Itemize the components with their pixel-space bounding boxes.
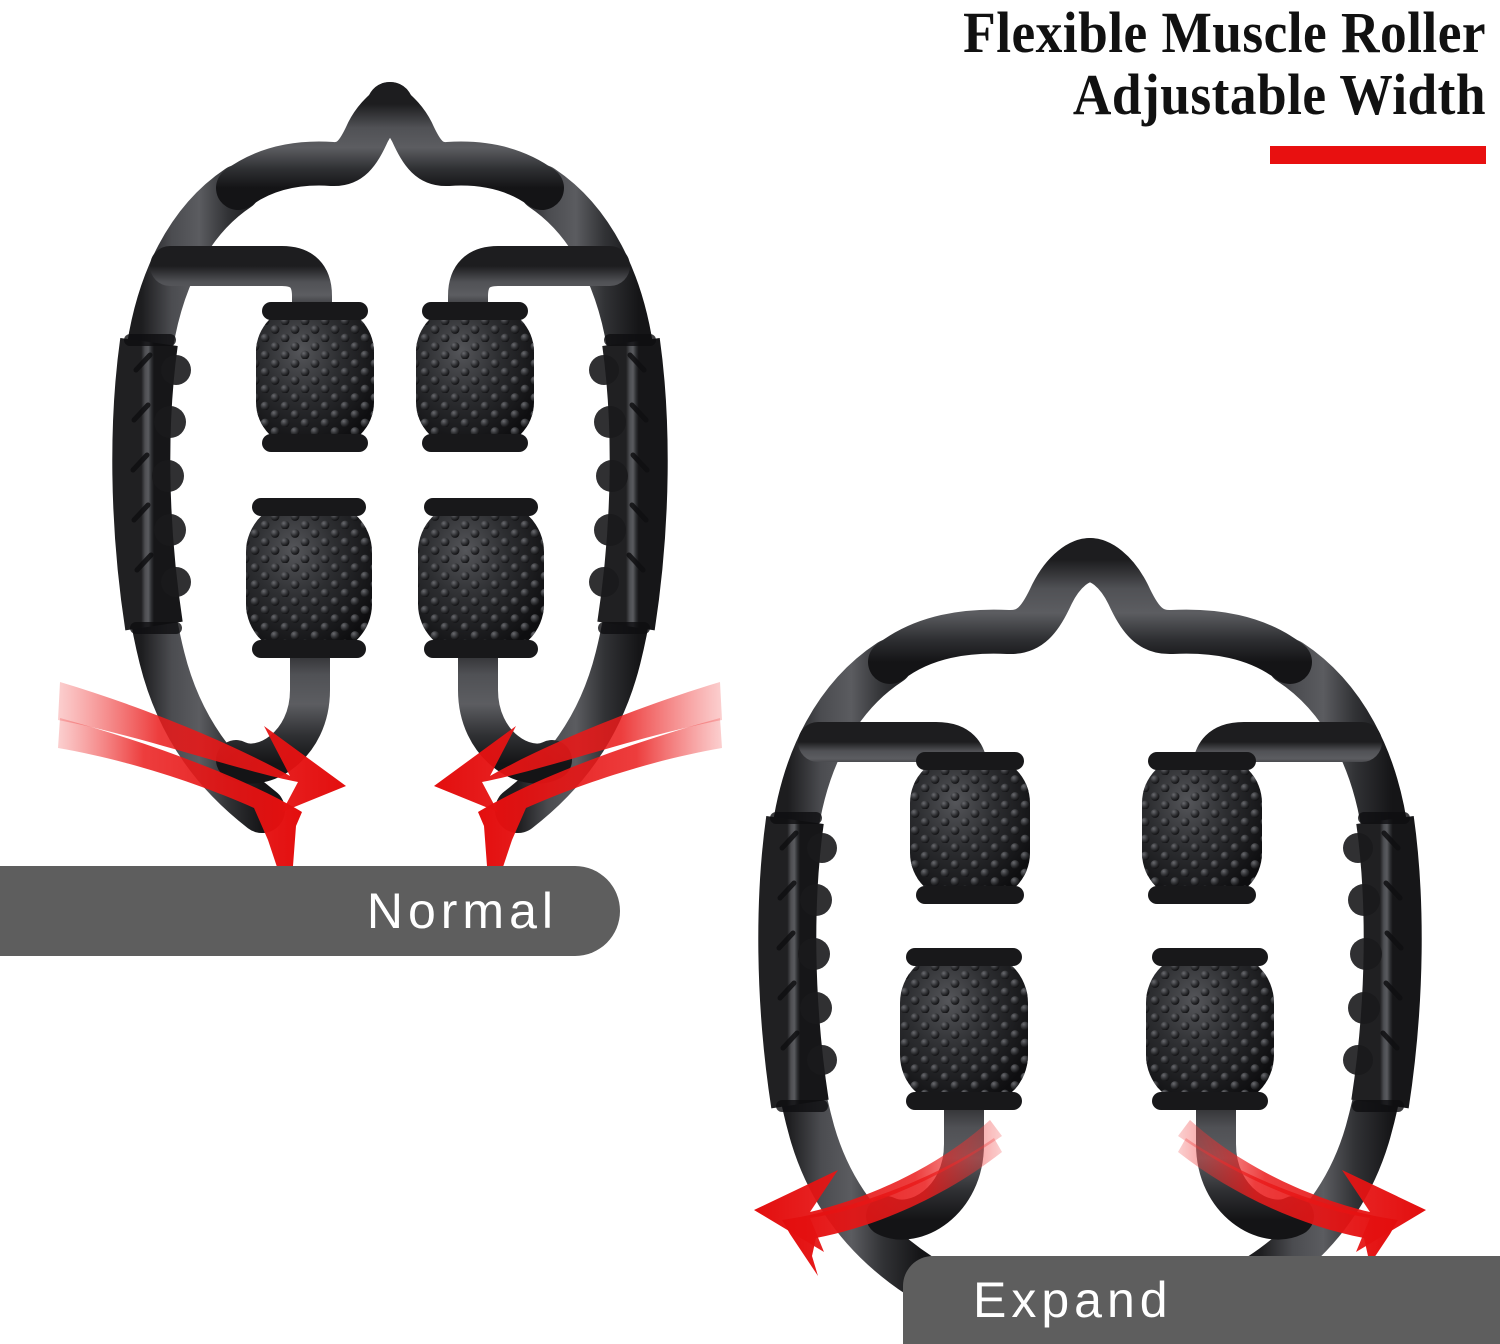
roller-lower-left: [246, 498, 372, 658]
title-underline-rule: [1270, 146, 1486, 164]
roller-upper-left: [910, 752, 1030, 904]
caption-label-expand: Expand: [973, 1272, 1173, 1328]
roller-lower-right: [1146, 948, 1274, 1110]
title-line-1: Flexible Muscle Roller: [963, 0, 1486, 65]
roller-upper-left: [256, 302, 374, 452]
arrow-inward-right: [434, 682, 722, 906]
inner-arm-right: [448, 246, 630, 342]
side-grip-right: [589, 334, 668, 634]
inner-arm-left: [150, 246, 332, 342]
arrow-outward-left: [754, 1120, 1002, 1276]
roller-upper-right: [1142, 752, 1262, 904]
side-grip-left: [758, 812, 837, 1112]
arrow-inward-left: [58, 682, 346, 906]
caption-label-normal: Normal: [366, 883, 558, 939]
side-grip-right: [1343, 812, 1422, 1112]
product-image-normal: [50, 70, 730, 906]
product-image-expand: [690, 520, 1490, 1299]
caption-pill-expand: Expand: [903, 1256, 1500, 1344]
roller-lower-left: [900, 948, 1028, 1110]
roller-lower-right: [418, 498, 544, 658]
outer-frame: [765, 538, 1415, 1299]
title-line-2: Adjustable Width: [1072, 62, 1486, 127]
outer-frame: [118, 82, 662, 833]
roller-upper-right: [416, 302, 534, 452]
caption-pill-normal: Normal: [0, 866, 620, 956]
side-grip-left: [112, 334, 191, 634]
title-block: Flexible Muscle Roller Adjustable Width: [656, 2, 1486, 164]
arrow-outward-right: [1178, 1120, 1426, 1276]
